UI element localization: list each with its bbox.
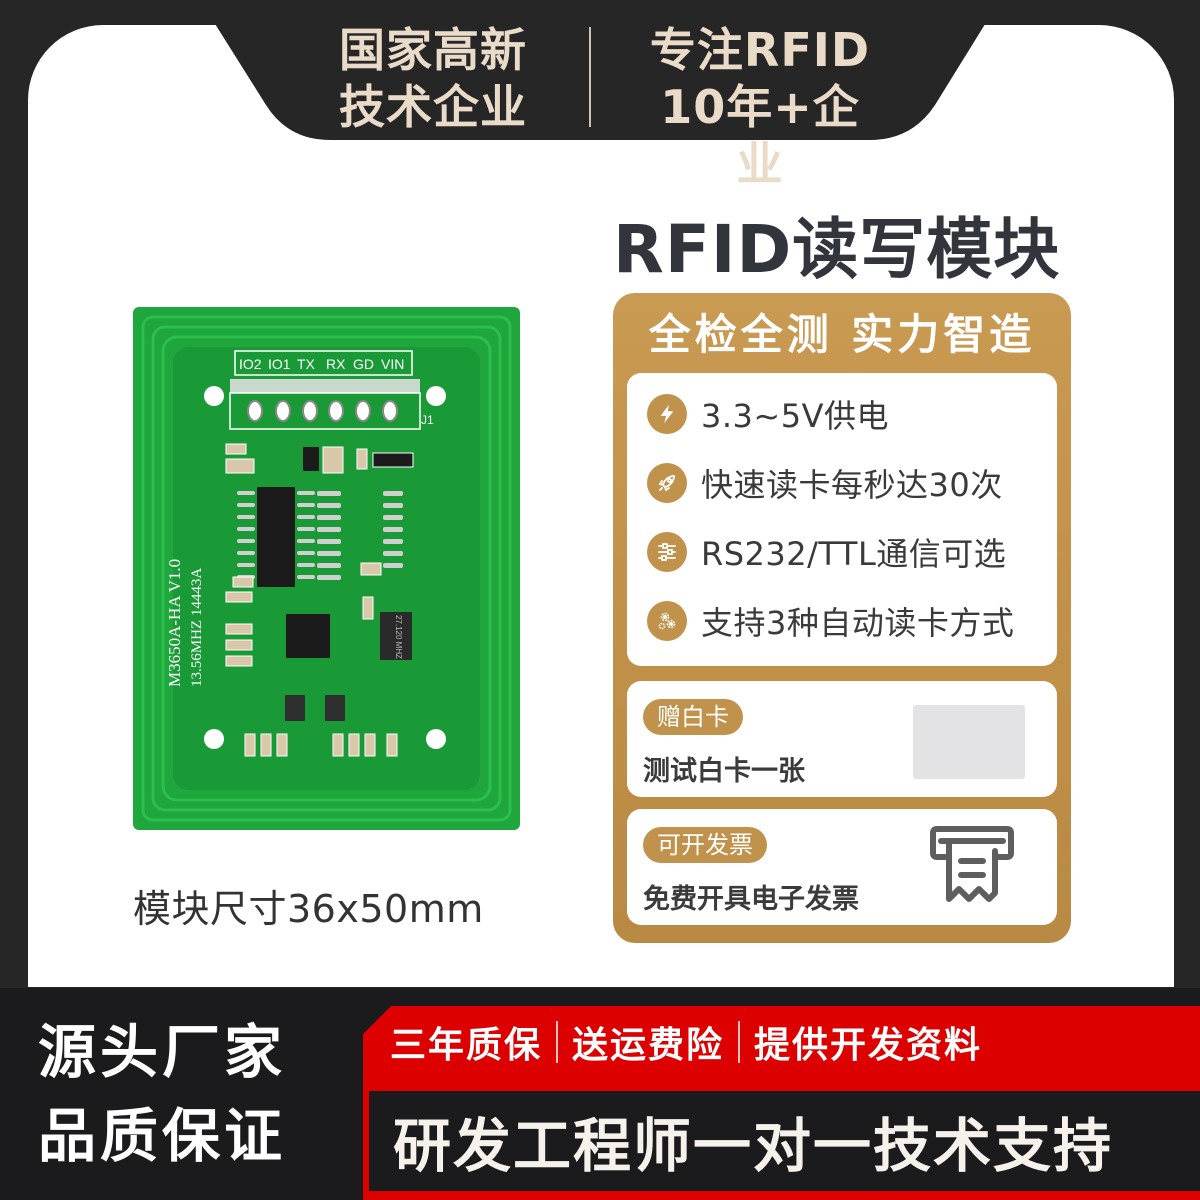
divider <box>738 1021 741 1063</box>
gift-badge: 赠白卡 <box>643 699 743 735</box>
feature-item: 快速读卡每秒达30次 <box>647 458 1003 508</box>
badge-line: 国家高新 <box>339 23 527 77</box>
support-text: 研发工程师一对一技术支持 <box>393 1112 1114 1180</box>
feature-item: 支持3种自动读卡方式 <box>647 596 1014 646</box>
features-list: 3.3~5V供电 快速读卡每秒达30次 RS232/TTL通信可选 <box>627 373 1057 666</box>
panel-heading: 全检全测 实力智造 <box>648 310 1036 359</box>
gift-card-box: 赠白卡 测试白卡一张 <box>627 681 1057 797</box>
guarantee-dev-docs: 提供开发资料 <box>754 1025 983 1066</box>
feature-item: 3.3~5V供电 <box>647 389 889 439</box>
product-title: RFID读写模块 <box>613 211 1061 288</box>
badge-line: 技术企业 <box>339 80 527 134</box>
pin-label-rx: RX <box>326 356 346 372</box>
badge-rfid-experience: 专注RFID 10年+企业 <box>640 22 880 193</box>
white-card-image <box>913 705 1025 779</box>
feature-panel: 全检全测 实力智造 3.3~5V供电 快速读卡每秒达30次 <box>613 293 1071 943</box>
sliders-icon <box>647 532 687 572</box>
header-divider <box>589 27 591 127</box>
pin-label-io2: IO2 <box>239 356 262 372</box>
svg-text:J1: J1 <box>421 413 434 427</box>
slogan-line: 品质保证 <box>38 1102 287 1170</box>
pin-label-vin: VIN <box>381 356 404 372</box>
badge-high-tech-enterprise: 国家高新 技术企业 <box>328 22 538 136</box>
gift-description: 测试白卡一张 <box>643 756 805 787</box>
guarantee-warranty: 三年质保 <box>390 1025 543 1066</box>
receipt-icon <box>930 826 1014 902</box>
board-marking: M3650A-HA V1.0 <box>165 559 184 687</box>
svg-text:27.120 MHZ: 27.120 MHZ <box>394 615 403 659</box>
frequency-marking: 13.56MHZ 14443A <box>189 568 205 687</box>
pin-label-tx: TX <box>297 356 316 372</box>
invoice-description: 免费开具电子发票 <box>643 884 859 915</box>
guarantee-items: 三年质保 送运费险 提供开发资料 <box>390 1016 982 1068</box>
feature-label: 3.3~5V供电 <box>701 397 889 435</box>
badge-line: 10年+企业 <box>660 80 860 191</box>
badge-line: 专注RFID <box>649 23 871 77</box>
guarantee-shipping-insurance: 送运费险 <box>572 1025 725 1066</box>
footer-banner: 源头厂家 品质保证 三年质保 送运费险 提供开发资料 研发工程师一对一技术支持 <box>0 988 1200 1200</box>
feature-label: RS232/TTL通信可选 <box>701 535 1007 573</box>
pin-label-io1: IO1 <box>268 356 291 372</box>
feature-label: 支持3种自动读卡方式 <box>701 604 1015 642</box>
manufacturer-slogan: 源头厂家 品质保证 <box>38 1010 286 1178</box>
invoice-box: 可开发票 免费开具电子发票 <box>627 809 1057 925</box>
pcb-module-image: IO2 IO1 TX RX GD VIN J1 <box>133 307 520 830</box>
rocket-icon <box>647 463 687 503</box>
invoice-badge: 可开发票 <box>643 827 767 863</box>
feature-item: RS232/TTL通信可选 <box>647 527 1006 577</box>
module-size-caption: 模块尺寸36x50mm <box>133 887 484 931</box>
divider <box>556 1021 559 1063</box>
gears-icon <box>647 601 687 641</box>
pin-label-gd: GD <box>353 356 374 372</box>
feature-label: 快速读卡每秒达30次 <box>701 466 1003 504</box>
lightning-icon <box>647 394 687 434</box>
support-box: 研发工程师一对一技术支持 <box>369 1091 1200 1191</box>
slogan-line: 源头厂家 <box>38 1018 287 1086</box>
